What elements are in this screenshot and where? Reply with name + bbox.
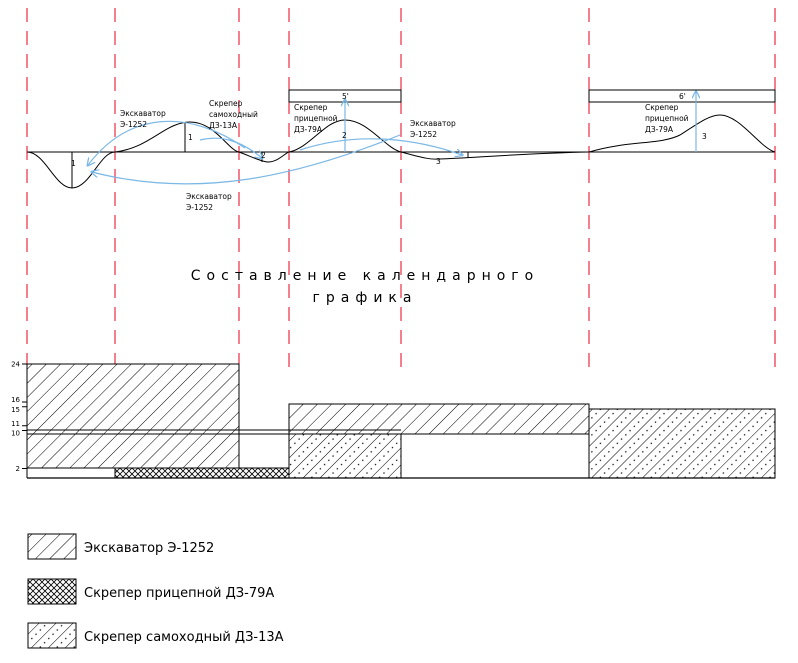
- legend-label-scraper-self: Скрепер самоходный ДЗ-13А: [84, 630, 284, 645]
- schedule-tick-label: 16: [11, 396, 20, 404]
- fill-section-1: [114, 121, 240, 153]
- arrow-excavator-bottom: [92, 134, 401, 185]
- number-3a: 3: [436, 157, 441, 166]
- bar-scraper-trailer: [114, 467, 290, 479]
- schedule-tick-label: 2: [16, 465, 20, 473]
- schedule-tick-label: 15: [11, 406, 20, 414]
- transport-arrows: [88, 92, 696, 185]
- legend-swatch-cross: [27, 578, 77, 605]
- title-line-2: графика: [313, 290, 418, 306]
- legend-swatch-hatch-dots: [27, 622, 77, 649]
- bar-scraper-self-2: [588, 408, 776, 479]
- cut-section-small: [238, 151, 290, 163]
- cut-section-1: [26, 151, 116, 189]
- schedule-tick-label: 24: [11, 361, 20, 369]
- label-excavator-left: Экскаватор Э-1252: [120, 109, 168, 129]
- bar-scraper-self-1: [288, 433, 402, 479]
- label-excavator-bottom: Экскаватор Э-1252: [186, 192, 234, 212]
- arrow-excavator-left: [88, 120, 246, 165]
- cut-section-3: [400, 151, 590, 160]
- number-1a: 1: [71, 159, 76, 168]
- box-6: [588, 89, 776, 103]
- number-1b: 1: [188, 133, 193, 142]
- legend-label-scraper-trailer: Скрепер прицепной ДЗ-79А: [84, 586, 274, 601]
- guide-lines: [26, 8, 776, 370]
- label-scraper-self: Скрепер самоходный ДЗ-13А: [209, 99, 260, 130]
- arrow-excavator-mid: [299, 138, 462, 155]
- label-scraper-trailer-2: Скрепер прицепной ДЗ-79А: [645, 103, 691, 134]
- arrow-scraper-self: [199, 137, 262, 158]
- legend-swatch-hatch: [27, 533, 77, 560]
- number-2b: 2: [342, 131, 347, 140]
- number-3b: 3: [702, 132, 707, 141]
- bar-excavator-1: [26, 363, 240, 469]
- calendar-schedule: [26, 363, 776, 479]
- number-6: 6': [679, 92, 686, 101]
- schedule-ticks: 24 16 15 11 10 2: [11, 361, 27, 473]
- label-excavator-mid: Экскаватор Э-1252: [410, 119, 458, 139]
- title-line-1: Составление календарного: [191, 268, 539, 284]
- fill-section-3: [588, 114, 776, 153]
- schedule-tick-label: 10: [11, 430, 20, 438]
- number-2a: 2: [261, 151, 266, 160]
- label-scraper-trailer-1: Скрепер прицепной ДЗ-79А: [294, 103, 340, 134]
- legend-label-excavator: Экскаватор Э-1252: [84, 541, 214, 556]
- schedule-tick-label: 11: [11, 420, 20, 428]
- bar-excavator-2: [288, 403, 590, 435]
- number-5: 5': [342, 92, 349, 101]
- profile-labels: Экскаватор Э-1252 Скрепер самоходный ДЗ-…: [71, 92, 707, 212]
- legend: Экскаватор Э-1252 Скрепер прицепной ДЗ-7…: [27, 533, 284, 649]
